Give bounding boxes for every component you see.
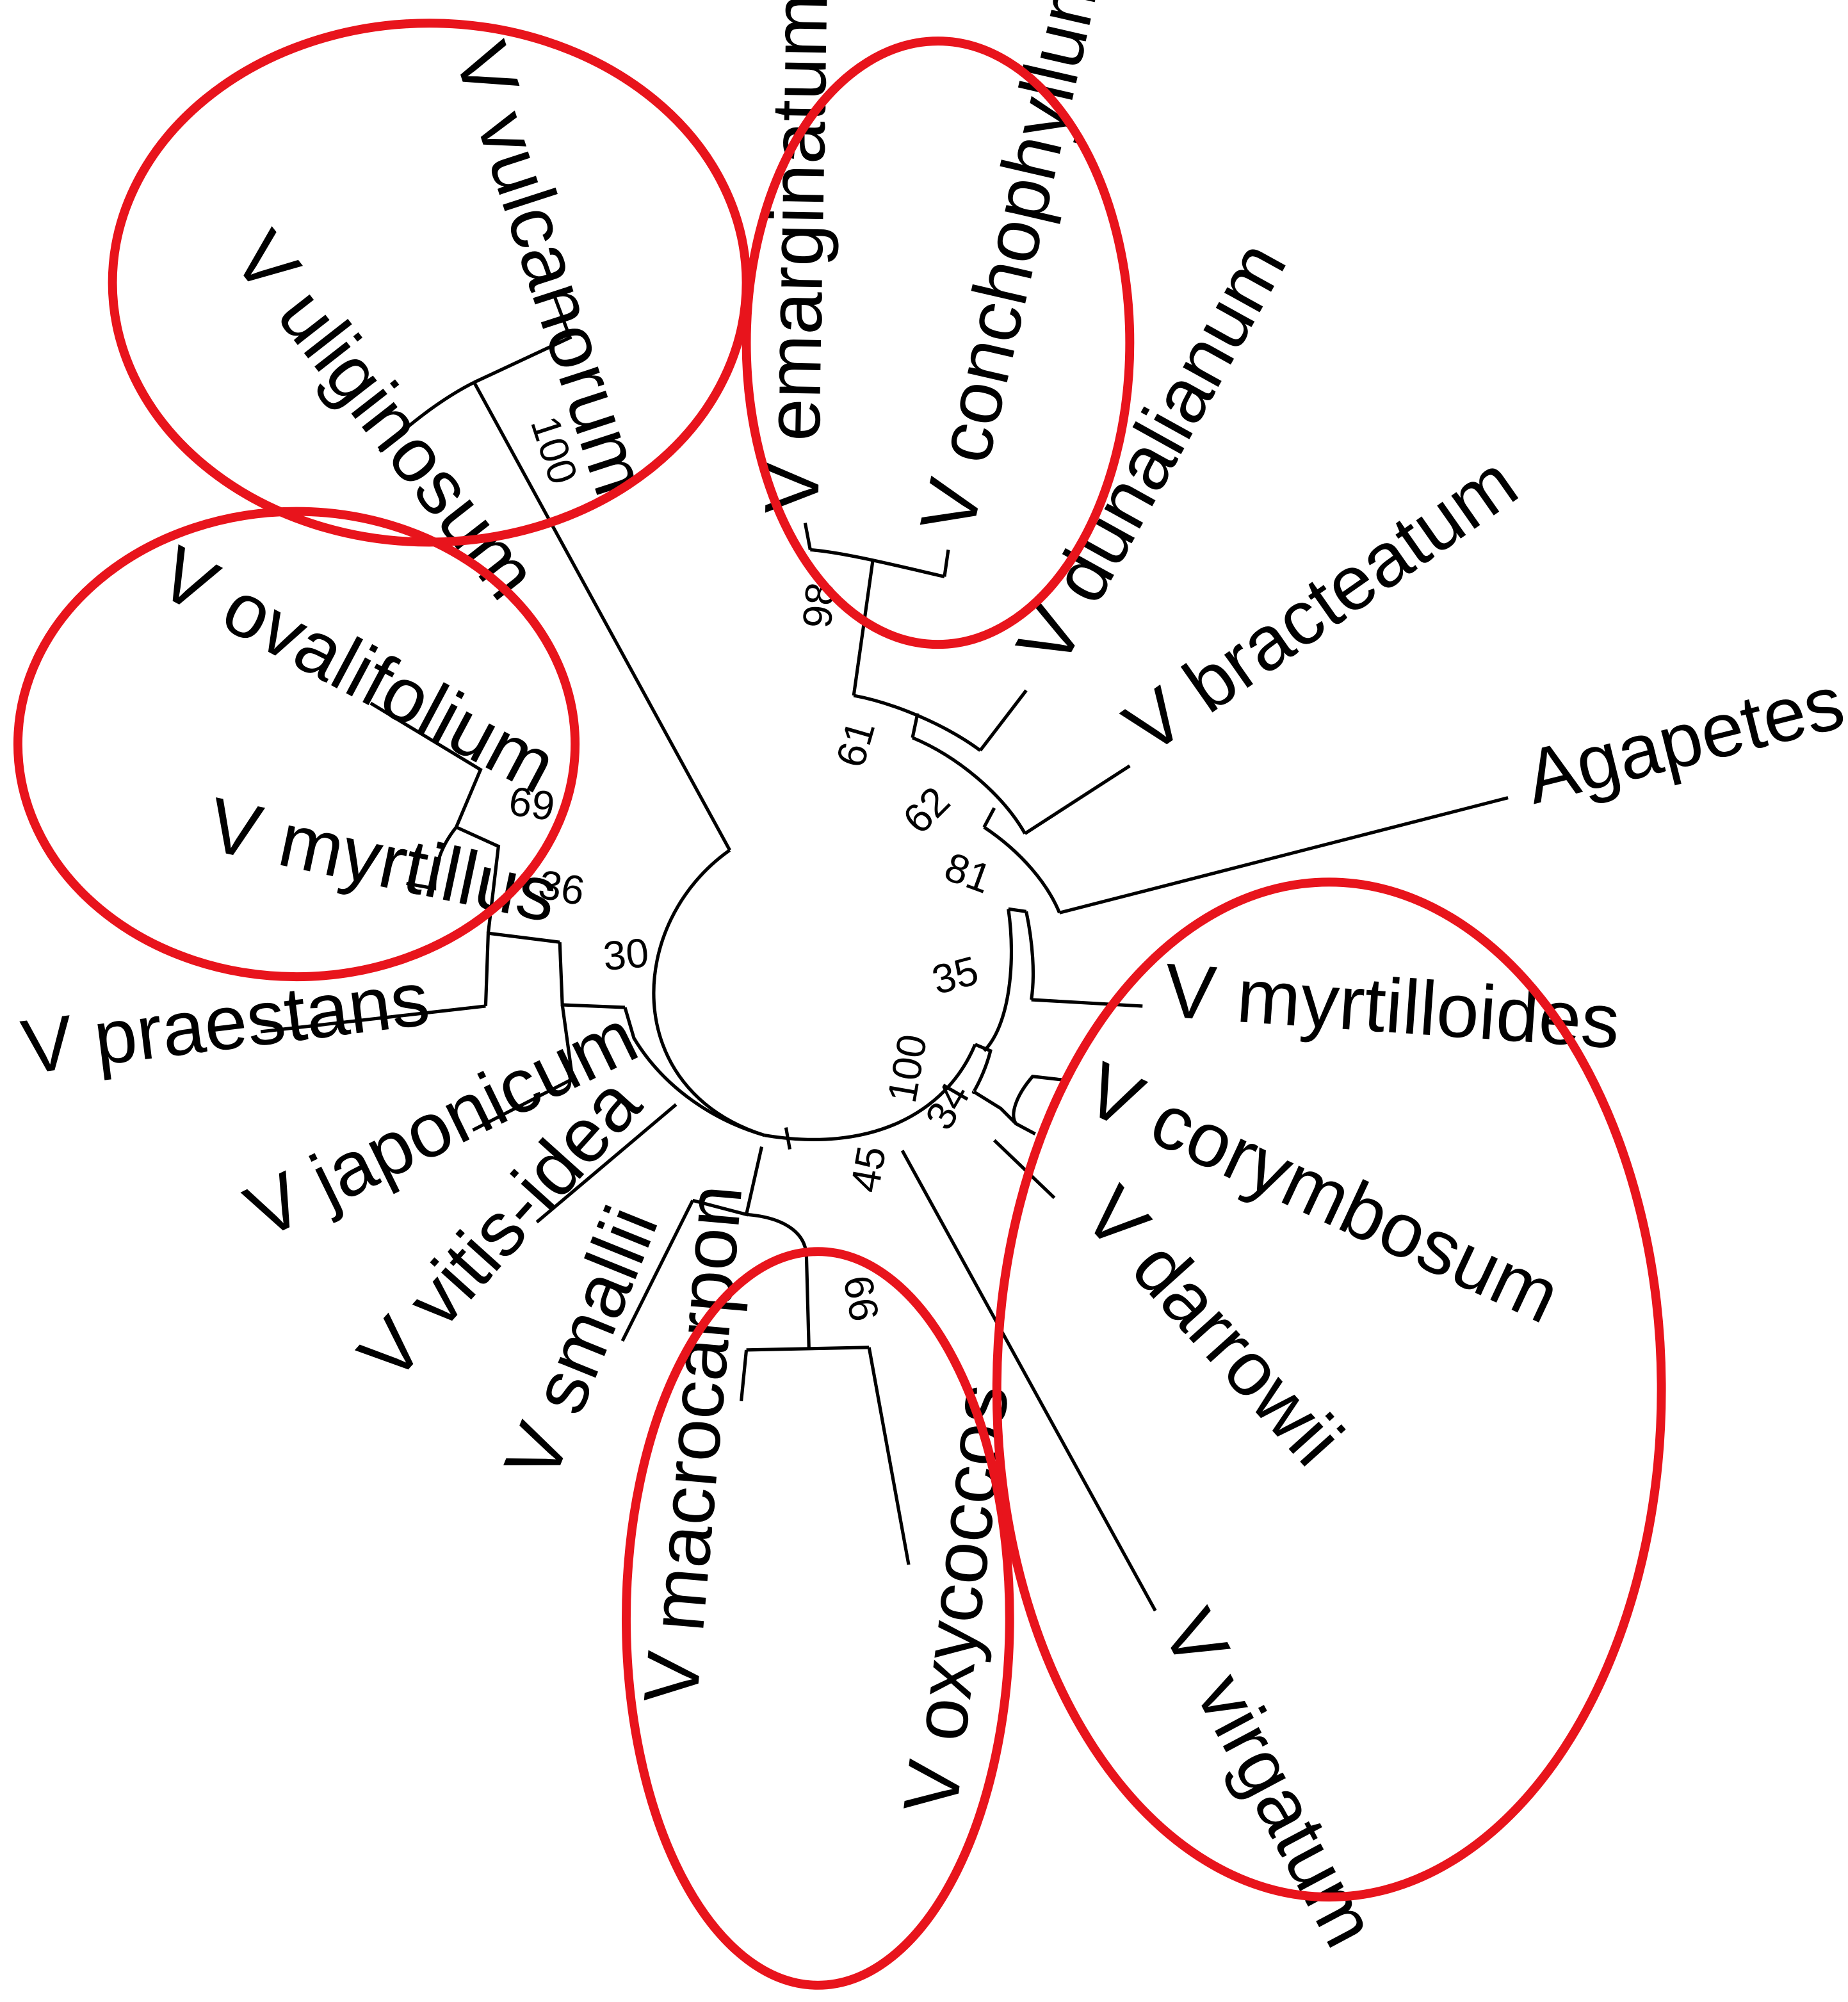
branch-agapetes-join: [983, 826, 1061, 914]
branch-cranberry-arc: [764, 1043, 977, 1141]
branch-vulcanorum: [473, 296, 572, 384]
branch-bracteatum-join: [912, 736, 1026, 834]
taxon-label-conchophyllum: V conchophyllum: [905, 0, 1119, 541]
branch-cranberry-stem: [784, 1127, 791, 1150]
branch-bract-stem: [982, 807, 996, 828]
support-value: 69: [506, 777, 557, 829]
support-value: 81: [939, 843, 997, 902]
support-value: 45: [841, 1143, 895, 1195]
clade-ellipse-emarginatum-conchophyllum: [742, 37, 1135, 649]
branch-myrtillus: [406, 826, 458, 891]
taxon-label-praestans: V praestans: [17, 956, 434, 1091]
clade-ellipse-blueberry: [992, 877, 1666, 1902]
support-value: 62: [894, 777, 959, 842]
branch-dunal-stem: [911, 713, 920, 738]
branch-uliginosum: [378, 380, 475, 453]
taxon-label-uliginosum: V uliginosum: [217, 216, 555, 615]
support-value: 36: [535, 861, 588, 914]
branch-central-arc: [652, 849, 765, 1137]
branch-agapetes: [1058, 796, 1509, 915]
taxon-label-oxycoccos: V oxycoccos: [888, 1379, 1025, 1817]
branch-conchophyllum: [943, 549, 950, 577]
branch-smallii: [620, 1200, 695, 1342]
branch-uliginosum-vulcanorum-stem: [473, 381, 731, 851]
branch-japonicum: [472, 1004, 574, 1132]
branch-corymbosum-darrowii-join: [973, 1090, 1036, 1135]
clade-highlights: [13, 19, 1666, 1990]
branch-agap-stem: [1008, 907, 1027, 913]
support-value: 30: [601, 929, 651, 979]
branch-dunalianum-join: [853, 694, 982, 752]
support-value: 35: [927, 947, 983, 1004]
branch-emarg-conch-join: [810, 548, 945, 578]
support-values: 100 98 61 62 81 35 100 34 45 66 69 36 30: [506, 411, 997, 1325]
support-value: 98: [794, 580, 844, 630]
support-value: 66: [834, 1272, 888, 1324]
taxon-label-emarginatum: V emarginatum: [749, 0, 843, 514]
branch-myrt-stem: [982, 908, 1014, 1052]
branch-corymbosum: [1012, 1075, 1066, 1125]
branch-oxycoccos: [867, 1347, 911, 1565]
branch-myrtilloides: [1031, 998, 1143, 1008]
support-value: 61: [827, 715, 884, 772]
clade-ellipse-macrocarpon-oxycoccos: [621, 1247, 1014, 1990]
branch-praestans: [260, 1004, 486, 1034]
branch-vitis-idea-arc: [623, 1007, 765, 1137]
taxon-label-myrtilloides: V myrtilloides: [1162, 948, 1623, 1064]
tree-branches: [260, 296, 1509, 1612]
branch-macro-oxy-stem: [746, 1212, 811, 1350]
branch-bracteatum: [1024, 764, 1131, 835]
branch-blueberry-join: [971, 1043, 993, 1095]
branch-virgatum: [900, 1150, 1157, 1612]
branch-darrowii: [993, 1139, 1056, 1200]
clade-ellipse-ovalifolium-myrtillus: [13, 507, 580, 982]
branch-ovalif-myrt-stem: [455, 826, 501, 934]
branch-myrtilloides-join: [1025, 911, 1035, 1000]
branch-emarginatum: [803, 523, 812, 550]
branch-emarg-conch-stem: [852, 560, 875, 696]
branch-macrocarpon: [740, 1349, 749, 1401]
branch-vitis-idea: [535, 1103, 677, 1224]
branch-ovalifolium: [369, 701, 483, 828]
branch-macro-oxy-join: [746, 1346, 870, 1352]
branch-dunalianum: [978, 689, 1028, 752]
taxon-label-virgatum: V virgatum: [1146, 1597, 1393, 1960]
branch-praestans-join: [483, 931, 560, 1007]
taxon-label-agapetes: Agapetes serpens: [1517, 588, 1848, 820]
